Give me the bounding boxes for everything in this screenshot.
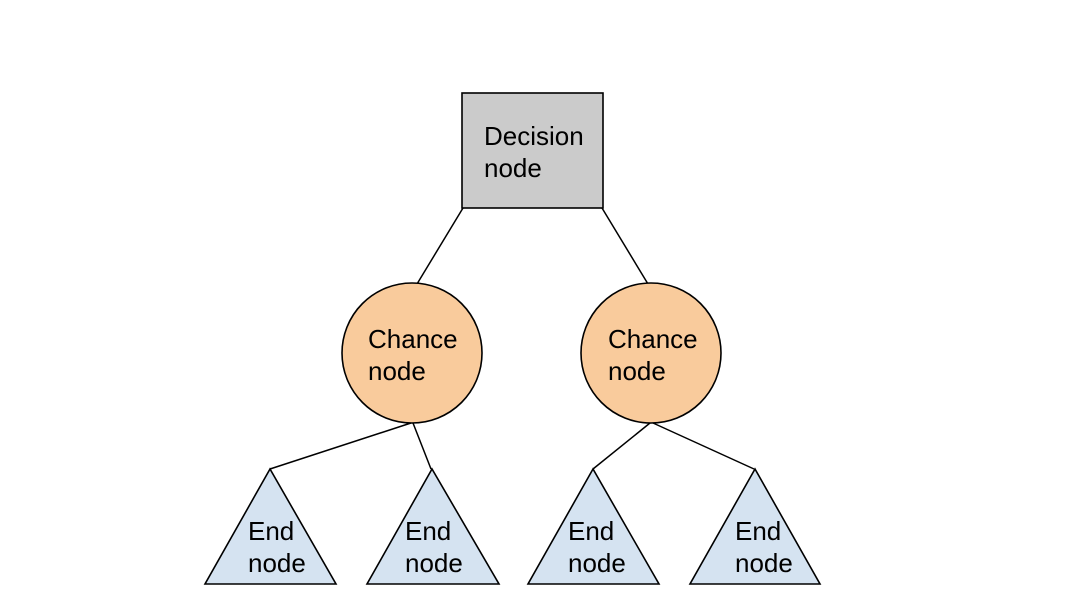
end-node-4: End node xyxy=(688,467,822,585)
end-node-3-label-line1: End xyxy=(568,516,614,546)
edge-chance-right-to-end-3 xyxy=(592,422,651,470)
end-node-3-label-line2: node xyxy=(568,548,626,578)
chance-node-right: Chance node xyxy=(580,282,722,424)
end-node-1: End node xyxy=(203,467,338,585)
end-node-2-label-line2: node xyxy=(405,548,463,578)
end-node-3: End node xyxy=(526,467,661,585)
end-node-3-shape xyxy=(526,467,661,585)
decision-node-shape xyxy=(461,92,604,209)
chance-node-left: Chance node xyxy=(341,282,483,424)
end-node-2-label-line1: End xyxy=(405,516,451,546)
end-node-1-shape xyxy=(203,467,338,585)
chance-node-right-label-line2: node xyxy=(608,356,666,386)
end-node-1-label-line1: End xyxy=(248,516,294,546)
chance-node-left-label-line2: node xyxy=(368,356,426,386)
chance-node-right-shape xyxy=(580,282,722,424)
decision-node-label-line1: Decision xyxy=(484,121,584,151)
edge-decision-to-chance-left xyxy=(416,207,464,285)
end-node-4-label-line2: node xyxy=(735,548,793,578)
end-node-2: End node xyxy=(365,467,501,585)
end-node-4-shape xyxy=(688,467,822,585)
edge-chance-left-to-end-2 xyxy=(412,422,432,470)
end-node-4-label-line1: End xyxy=(735,516,781,546)
decision-node: Decision node xyxy=(461,92,604,209)
edge-chance-right-to-end-4 xyxy=(652,422,755,470)
chance-node-left-shape xyxy=(341,282,483,424)
chance-node-left-label-line1: Chance xyxy=(368,324,458,354)
edge-decision-to-chance-right xyxy=(601,207,649,285)
chance-node-right-label-line1: Chance xyxy=(608,324,698,354)
edge-chance-left-to-end-1 xyxy=(269,422,412,470)
end-node-2-shape xyxy=(365,467,501,585)
decision-node-label-line2: node xyxy=(484,153,542,183)
end-node-1-label-line2: node xyxy=(248,548,306,578)
